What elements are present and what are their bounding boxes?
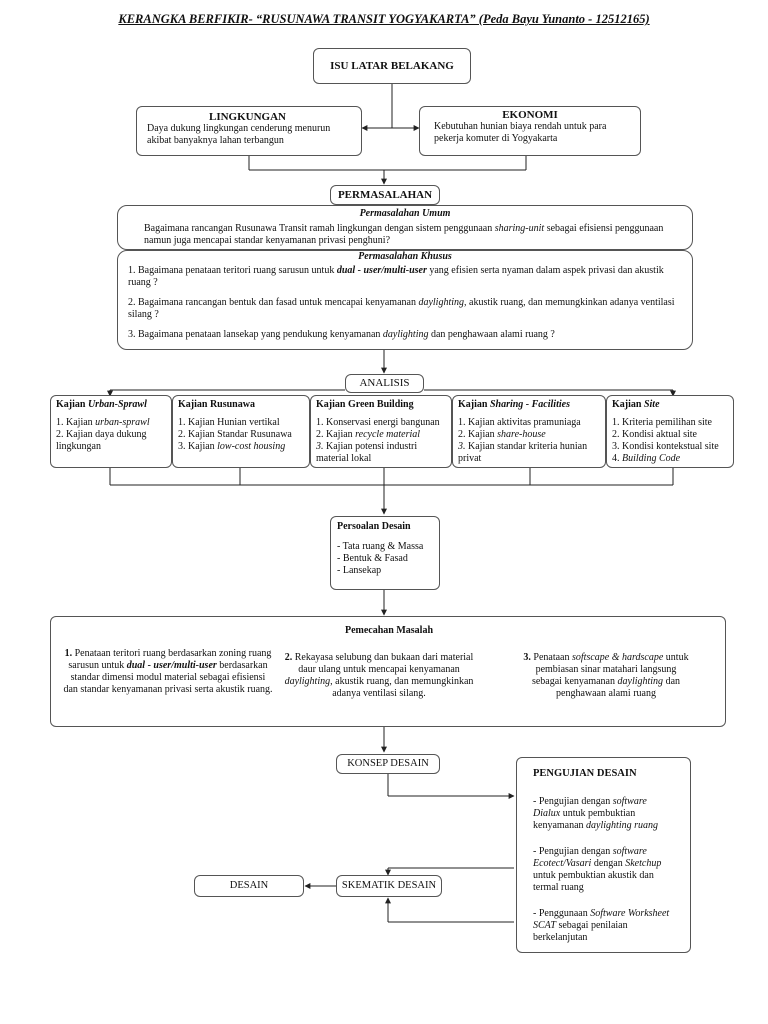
lingkungan-text: Daya dukung lingkungan cenderung menurun… (147, 123, 331, 146)
isu-latar-belakang-box: ISU LATAR BELAKANG (313, 48, 471, 84)
persoalan-desain-box: Persoalan Desain - Tata ruang & Massa - … (330, 516, 440, 590)
permasalahan-umum-title: Permasalahan Umum (359, 208, 451, 219)
pemecahan-masalah-box: Pemecahan Masalah 1. Penataan teritori r… (50, 616, 726, 727)
persoalan-title: Persoalan Desain (337, 521, 411, 532)
kajian-green-item-2: 2. Kajian recycle material (316, 429, 421, 440)
persoalan-item-1: - Tata ruang & Massa (337, 541, 424, 552)
kajian-urban-item-2: 2. Kajian daya dukung lingkungan (56, 429, 147, 452)
kajian-sharing-title: Kajian Sharing - Facilities (458, 399, 570, 410)
kajian-site-item-3: 3. Kondisi kontekstual site (612, 441, 719, 452)
kajian-sharing-item-2: 2. Kajian share-house (458, 429, 546, 440)
permasalahan-label: PERMASALAHAN (337, 189, 433, 201)
desain-box: DESAIN (194, 875, 304, 897)
permasalahan-khusus-2: 2. Bagaimana rancangan bentuk dan fasad … (128, 297, 675, 320)
kajian-green-item-1: 1. Konservasi energi bangunan (316, 417, 440, 428)
pengujian-item-1: - Pengujian dengan software Dialux untuk… (533, 796, 658, 831)
permasalahan-khusus-title: Permasalahan Khusus (358, 251, 452, 262)
pengujian-item-2: - Pengujian dengan software Ecotect/Vasa… (533, 846, 662, 893)
pengujian-desain-box: PENGUJIAN DESAIN - Pengujian dengan soft… (516, 757, 691, 953)
konsep-label: KONSEP DESAIN (347, 758, 429, 769)
analisis-box: ANALISIS (345, 374, 424, 393)
page-title: KERANGKA BERFIKIR- “RUSUNAWA TRANSIT YOG… (118, 12, 650, 26)
permasalahan-umum-box: Permasalahan Umum Bagaimana rancangan Ru… (117, 205, 693, 250)
analisis-label: ANALISIS (359, 377, 410, 389)
kajian-green-building-box: Kajian Green Building 1. Konservasi ener… (310, 395, 452, 468)
kajian-site-item-2: 2. Kondisi aktual site (612, 429, 697, 440)
kajian-urban-sprawl-box: Kajian Urban-Sprawl 1. Kajian urban-spra… (50, 395, 172, 468)
ekonomi-box: EKONOMI Kebutuhan hunian biaya rendah un… (419, 106, 641, 156)
kajian-site-box: Kajian Site 1. Kriteria pemilihan site 2… (606, 395, 734, 468)
pemecahan-item-2: 2. Rekayasa selubung dan bukaan dari mat… (284, 652, 474, 699)
kajian-site-item-1: 1. Kriteria pemilihan site (612, 417, 712, 428)
isu-label: ISU LATAR BELAKANG (330, 60, 454, 72)
pengujian-title: PENGUJIAN DESAIN (533, 768, 637, 779)
kajian-rusunawa-box: Kajian Rusunawa 1. Kajian Hunian vertika… (172, 395, 310, 468)
kajian-site-title: Kajian Site (612, 399, 660, 410)
skematik-label: SKEMATIK DESAIN (341, 880, 437, 891)
kajian-green-item-3: 3. Kajian potensi industri material loka… (316, 441, 418, 464)
kajian-sharing-item-1: 1. Kajian aktivitas pramuniaga (458, 417, 581, 428)
pemecahan-item-3: 3. Penataan softscape & hardscape untuk … (523, 652, 689, 699)
lingkungan-title: LINGKUNGAN (209, 111, 287, 123)
kajian-urban-title: Kajian Urban-Sprawl (56, 399, 147, 410)
kajian-green-title: Kajian Green Building (316, 399, 414, 410)
pengujian-item-3: - Penggunaan Software Worksheet SCAT seb… (533, 908, 670, 943)
kajian-urban-item-1: 1. Kajian urban-sprawl (56, 417, 150, 428)
permasalahan-label-box: PERMASALAHAN (330, 185, 440, 205)
kajian-sharing-item-3: 3. Kajian standar kriteria hunian privat (458, 441, 588, 464)
kajian-rusunawa-item-3: 3. Kajian low-cost housing (178, 441, 286, 452)
permasalahan-khusus-3: 3. Bagaimana penataan lansekap yang pend… (128, 329, 555, 340)
konsep-desain-box: KONSEP DESAIN (336, 754, 440, 774)
kajian-site-item-4: 4. Building Code (612, 453, 681, 464)
kajian-sharing-box: Kajian Sharing - Facilities 1. Kajian ak… (452, 395, 606, 468)
desain-label: DESAIN (229, 880, 269, 891)
permasalahan-khusus-1: 1. Bagaimana penataan teritori ruang sar… (128, 265, 664, 288)
lingkungan-box: LINGKUNGAN Daya dukung lingkungan cender… (136, 106, 362, 156)
kajian-rusunawa-title: Kajian Rusunawa (178, 399, 255, 410)
pemecahan-item-1: 1. Penataan teritori ruang berdasarkan z… (63, 648, 273, 695)
ekonomi-title: EKONOMI (502, 109, 558, 121)
skematik-desain-box: SKEMATIK DESAIN (336, 875, 442, 897)
pemecahan-title: Pemecahan Masalah (344, 625, 434, 636)
kajian-rusunawa-item-1: 1. Kajian Hunian vertikal (178, 417, 280, 428)
permasalahan-khusus-box: Permasalahan Khusus 1. Bagaimana penataa… (117, 250, 693, 350)
persoalan-item-2: - Bentuk & Fasad (337, 553, 408, 564)
persoalan-item-3: - Lansekap (337, 565, 382, 576)
kajian-rusunawa-item-2: 2. Kajian Standar Rusunawa (178, 429, 292, 440)
permasalahan-umum-text: Bagaimana rancangan Rusunawa Transit ram… (144, 223, 664, 246)
ekonomi-text: Kebutuhan hunian biaya rendah untuk para… (434, 121, 607, 144)
